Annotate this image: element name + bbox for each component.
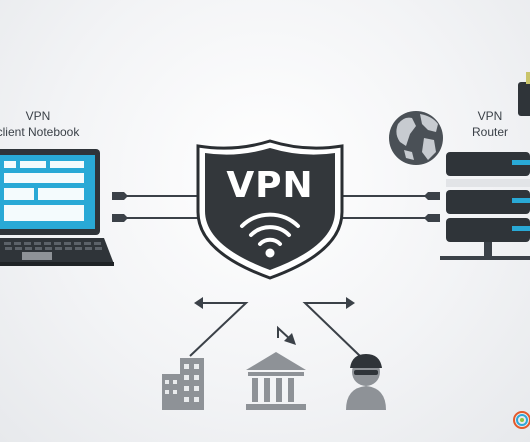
shield-vpn-label: VPN xyxy=(226,165,313,206)
building-icon xyxy=(162,358,204,410)
arrows xyxy=(189,297,361,357)
client-label-title: VPN xyxy=(25,109,51,123)
arrow-left xyxy=(189,302,249,357)
globe-icon xyxy=(389,111,443,165)
client-label-subtitle: client Notebook xyxy=(0,125,80,139)
device-corner-icon xyxy=(518,72,530,116)
hacker-icon xyxy=(346,354,386,410)
shield-icon: VPN xyxy=(196,139,344,280)
client-notebook-label: VPN client Notebook xyxy=(0,108,90,140)
arrow-middle xyxy=(277,325,292,341)
server-icon xyxy=(440,152,530,260)
laptop-icon xyxy=(0,149,114,266)
connector-right xyxy=(338,192,440,222)
logo-icon xyxy=(513,411,530,429)
router-label-title: VPN xyxy=(477,109,503,123)
router-label: VPN Router xyxy=(462,108,518,140)
arrow-right xyxy=(302,302,361,357)
router-label-subtitle: Router xyxy=(471,125,509,139)
bank-icon xyxy=(246,352,306,410)
wifi-icon xyxy=(240,212,300,246)
